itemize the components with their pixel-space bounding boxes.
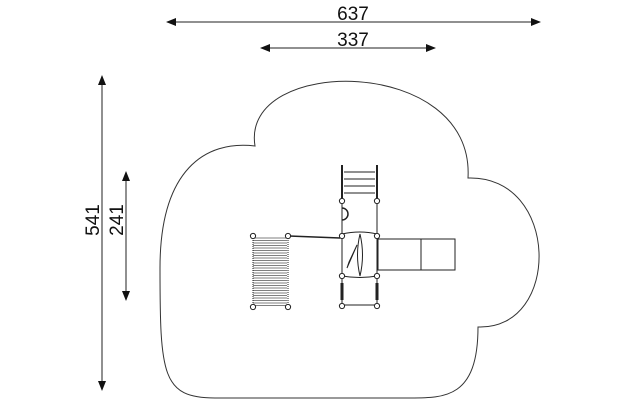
post-marker [373,272,381,280]
post-marker [373,232,381,240]
post-marker [373,197,381,205]
post-marker [284,303,292,311]
rope-bridge [288,235,341,239]
post-marker [249,232,257,240]
post-marker [284,232,292,240]
tower [340,201,379,306]
overall-depth-label: 541 [83,204,104,236]
safety-zone-outline [159,80,540,399]
post-marker [249,303,257,311]
overall-width-label: 637 [337,4,369,25]
post-marker [338,272,346,280]
post-marker [373,302,381,310]
post-marker [338,302,346,310]
ladder [341,165,378,201]
equipment-depth-label: 241 [107,204,128,236]
equipment-width-label: 337 [337,30,369,51]
post-marker [338,197,346,205]
play-equipment [249,165,456,311]
slide [377,238,456,271]
net-climber [252,236,289,307]
post-markers [249,197,381,311]
post-marker [338,232,346,240]
